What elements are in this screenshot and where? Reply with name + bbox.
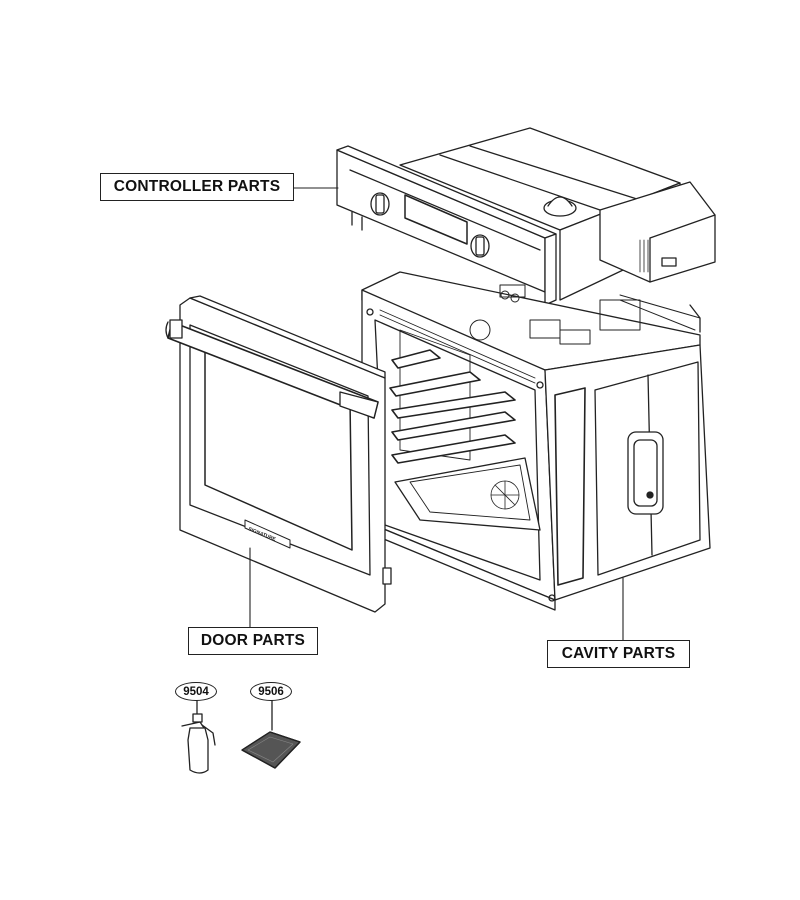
mat-icon (241, 699, 301, 769)
knob-left-icon (370, 192, 390, 216)
callout-9506[interactable]: 9506 (250, 682, 292, 701)
oven-cavity-body (361, 271, 711, 611)
callout-9504[interactable]: 9504 (175, 682, 217, 701)
door-parts-label[interactable]: DOOR PARTS (188, 627, 318, 655)
controller-assembly (336, 127, 716, 306)
controller-parts-label[interactable]: CONTROLLER PARTS (100, 173, 294, 201)
knob-right-icon (470, 234, 490, 258)
oven-rack-rails (389, 349, 516, 464)
oven-door: SIGNATURE (165, 295, 392, 613)
leader-lines (249, 187, 624, 641)
spray-bottle-icon (181, 699, 216, 774)
cavity-parts-label[interactable]: CAVITY PARTS (547, 640, 690, 668)
